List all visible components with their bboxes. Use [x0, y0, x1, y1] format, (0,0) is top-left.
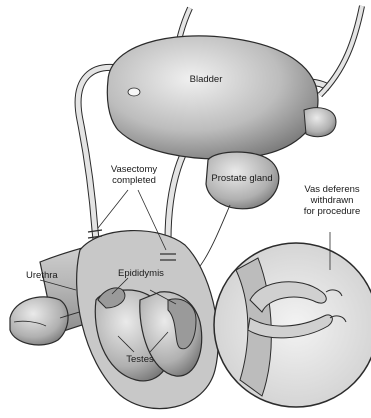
vasectomy-label-line1: Vasectomy	[111, 164, 158, 175]
bladder-label: Bladder	[190, 74, 223, 85]
prostate-label: Prostate gland	[211, 173, 272, 184]
testes-label: Testes	[126, 354, 154, 365]
bladder	[107, 36, 336, 159]
procedure-inset	[214, 243, 371, 407]
vas-withdrawn-label-line1: Vas deferens	[304, 184, 360, 195]
vas-withdrawn-label-line3: for procedure	[304, 206, 361, 217]
epididymis-label: Epididymis	[118, 268, 164, 279]
vas-withdrawn-label-line2: withdrawn	[310, 195, 354, 206]
urethra-label: Urethra	[26, 270, 58, 281]
vasectomy-label-line2: completed	[112, 175, 156, 186]
